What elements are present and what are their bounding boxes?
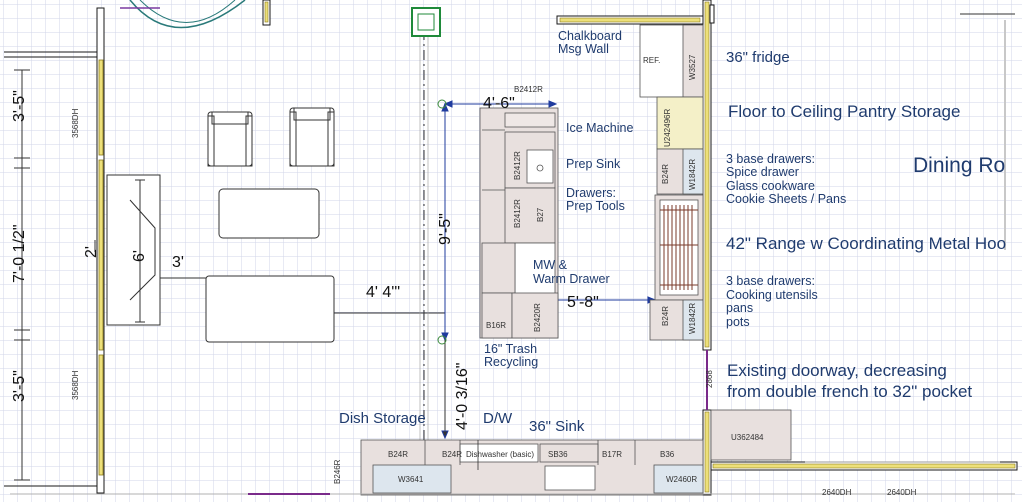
dish-storage-label: Dish Storage xyxy=(339,410,426,427)
cabinet-u362484: U362484 xyxy=(731,433,764,442)
cabinet-b24r-d: B24R xyxy=(442,450,463,459)
cabinet-u242496r: U242496R xyxy=(663,108,672,147)
bottom-cabinets xyxy=(360,439,704,496)
range xyxy=(660,205,698,290)
drawers-b-item-1: Cooking utensils xyxy=(726,288,818,302)
drawers-a-item-3: Cookie Sheets / Pans xyxy=(726,192,847,206)
prep-tools-label-line2: Prep Tools xyxy=(566,199,625,213)
cabinet-b2420r: B2420R xyxy=(533,303,542,332)
island-dimensions xyxy=(437,99,657,440)
cabinet-w1842r-a: W1842R xyxy=(688,158,697,190)
drawers-b-head: 3 base drawers: xyxy=(726,274,815,288)
dimension-2ft: 2' xyxy=(83,246,100,258)
trash-label-line2: Recycling xyxy=(484,355,539,369)
cabinet-b16r: B16R xyxy=(486,321,507,330)
dimension-3-5-bottom: 3'-5" xyxy=(11,370,28,402)
window-3568dh-top: 3568DH xyxy=(71,108,80,138)
chairs xyxy=(207,107,335,167)
dimension-3-5-top: 3'-5" xyxy=(11,90,28,122)
sink-36-label: 36" Sink xyxy=(529,418,585,435)
window-2640dh-a: 2640DH xyxy=(822,488,852,497)
window-3568dh-bottom: 3568DH xyxy=(71,370,80,400)
dimension-9-5: 9'-5" xyxy=(437,213,454,245)
cabinet-b24r-c: B24R xyxy=(388,450,409,459)
dimension-4-6: 4'-6" xyxy=(483,95,515,112)
cabinet-w3641: W3641 xyxy=(398,475,424,484)
doorway-label-line1: Existing doorway, decreasing xyxy=(727,361,947,380)
cabinet-dishwasher: Dishwasher (basic) xyxy=(466,450,535,459)
cabinet-w3527: W3527 xyxy=(688,54,697,80)
prep-sink-label: Prep Sink xyxy=(566,157,621,171)
door-2868: 2868 xyxy=(705,370,714,388)
cabinet-b36: B36 xyxy=(660,450,675,459)
range-label: 42" Range w Coordinating Metal Hoo xyxy=(726,234,1007,253)
dining-room-label: Dining Ro xyxy=(913,154,1006,177)
dimension-5-8: 5'-8" xyxy=(567,294,599,311)
right-cabinets xyxy=(639,24,792,461)
cabinet-b246r: B246R xyxy=(333,459,342,484)
cabinet-b27: B27 xyxy=(536,207,545,222)
drawers-b-item-3: pots xyxy=(726,315,750,329)
drawers-a-item-1: Spice drawer xyxy=(726,165,799,179)
tables xyxy=(160,188,445,343)
column xyxy=(411,7,441,440)
cabinet-b2412r-top: B2412R xyxy=(514,85,543,94)
dimension-3ft: 3' xyxy=(172,254,184,271)
ice-machine-label: Ice Machine xyxy=(566,121,634,135)
dimension-7-0-1-2: 7'-0 1/2" xyxy=(11,224,28,283)
cabinet-b2412r-b: B2412R xyxy=(513,199,522,228)
cabinet-w1842r-b: W1842R xyxy=(688,302,697,334)
mw-label-line2: Warm Drawer xyxy=(533,272,610,286)
dimension-4-4: 4' 4'" xyxy=(366,284,401,301)
doorway-label-line2: from double french to 32" pocket xyxy=(727,382,973,401)
pantry-label: Floor to Ceiling Pantry Storage xyxy=(728,102,961,121)
chalkboard-label-line1: Chalkboard xyxy=(558,29,622,43)
right-wall xyxy=(556,0,1018,496)
cabinet-ref: REF. xyxy=(643,56,661,65)
trash-label-line1: 16" Trash xyxy=(484,342,538,356)
angled-seating xyxy=(94,174,161,326)
left-dimension-lines xyxy=(14,69,30,481)
cabinet-w2460r: W2460R xyxy=(666,475,698,484)
dimension-4-0-3-16: 4'-0 3/16" xyxy=(454,362,471,430)
cabinet-b24r-a: B24R xyxy=(661,163,670,184)
chalkboard-label-line2: Msg Wall xyxy=(558,42,609,56)
drawers-a-head: 3 base drawers: xyxy=(726,152,815,166)
island-cabinets xyxy=(479,107,559,339)
fridge-label: 36" fridge xyxy=(726,49,790,66)
top-left-wall xyxy=(120,0,271,29)
cabinet-b2412r-a: B2412R xyxy=(513,151,522,180)
drawers-a-item-2: Glass cookware xyxy=(726,179,815,193)
cabinet-b17r: B17R xyxy=(602,450,623,459)
prep-tools-label-line1: Drawers: xyxy=(566,186,617,200)
mw-label-line1: MW & xyxy=(533,258,568,272)
drawers-b-item-2: pans xyxy=(726,301,754,315)
window-2640dh-b: 2640DH xyxy=(887,488,917,497)
left-wall xyxy=(4,7,105,494)
dimension-6ft: 6' xyxy=(131,250,148,262)
cabinet-b24r-b: B24R xyxy=(661,305,670,326)
dw-label: D/W xyxy=(483,410,513,427)
cabinet-sb36: SB36 xyxy=(548,450,568,459)
bottom-door-swings xyxy=(10,13,1015,495)
